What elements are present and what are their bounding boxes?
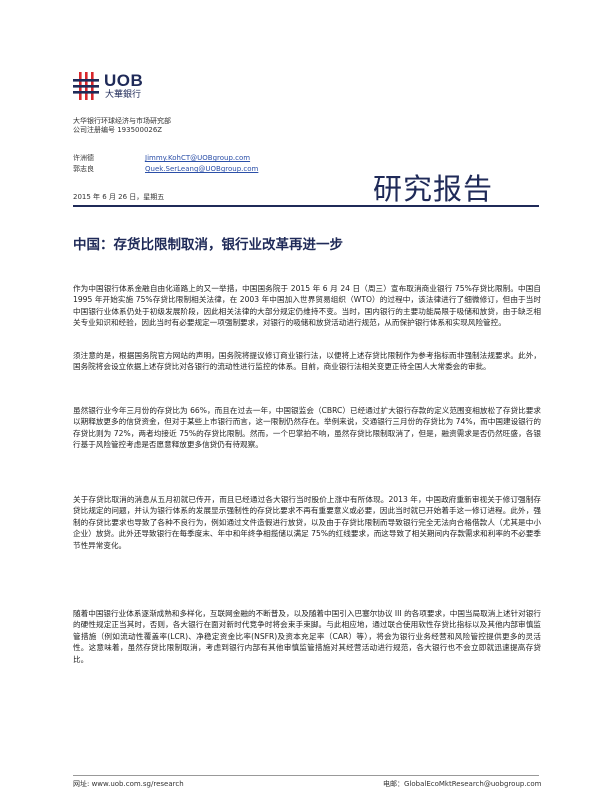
article-headline: 中国：存货比限制取消，银行业改革再进一步 [73, 237, 343, 253]
organization-name: 大华银行环球经济与市场研究部 [73, 117, 171, 125]
paragraph: 虽然银行业今年三月份的存贷比为 66%，而且在过去一年，中国银监会（CBRC）已… [73, 406, 541, 450]
logo-wordmark: UOB [104, 71, 144, 90]
registration-number: 公司注册编号 193500026Z [73, 126, 163, 134]
organization-info: 大华银行环球经济与市场研究部 公司注册编号 193500026Z [73, 117, 171, 135]
contact-name: 许洲德 [73, 154, 94, 162]
footer-divider [73, 775, 539, 776]
footer-website[interactable]: 网址: www.uob.com.sg/research [73, 780, 184, 788]
footer-email[interactable]: 电邮：GlobalEcoMktResearch@uobgroup.com [383, 780, 542, 788]
contact-row: 许洲德 Jimmy.KohCT@UOBgroup.com [73, 153, 258, 164]
contact-name: 郭志良 [73, 165, 94, 173]
report-title: 研究报告 [373, 172, 494, 206]
uob-logo: UOB 大華銀行 [73, 72, 177, 100]
logo-subtitle: 大華銀行 [105, 90, 142, 100]
paragraph: 须注意的是，根据国务院官方网站的声明，国务院将提议修订商业银行法，以便将上述存贷… [73, 351, 541, 372]
paragraph: 关于存贷比取消的消息从五月初就已传开，而且已经通过各大银行当时股价上涨中有所体现… [73, 495, 541, 550]
contact-email-link[interactable]: Jimmy.KohCT@UOBgroup.com [145, 154, 251, 162]
contact-row: 郭志良 Quek.SerLeang@UOBgroup.com [73, 164, 258, 175]
header-divider [73, 205, 539, 207]
contact-list: 许洲德 Jimmy.KohCT@UOBgroup.com 郭志良 Quek.Se… [73, 153, 258, 175]
uob-logo-icon [73, 72, 99, 100]
paragraph: 作为中国银行体系金融自由化道路上的又一举措，中国国务院于 2015 年 6 月 … [73, 284, 541, 328]
paragraph: 随着中国银行业体系逐渐成熟和多样化，互联网金融的不断普及，以及随着中国引入巴塞尔… [73, 609, 541, 664]
report-date: 2015 年 6 月 26 日，星期五 [73, 193, 165, 201]
contact-email-link[interactable]: Quek.SerLeang@UOBgroup.com [145, 165, 259, 173]
